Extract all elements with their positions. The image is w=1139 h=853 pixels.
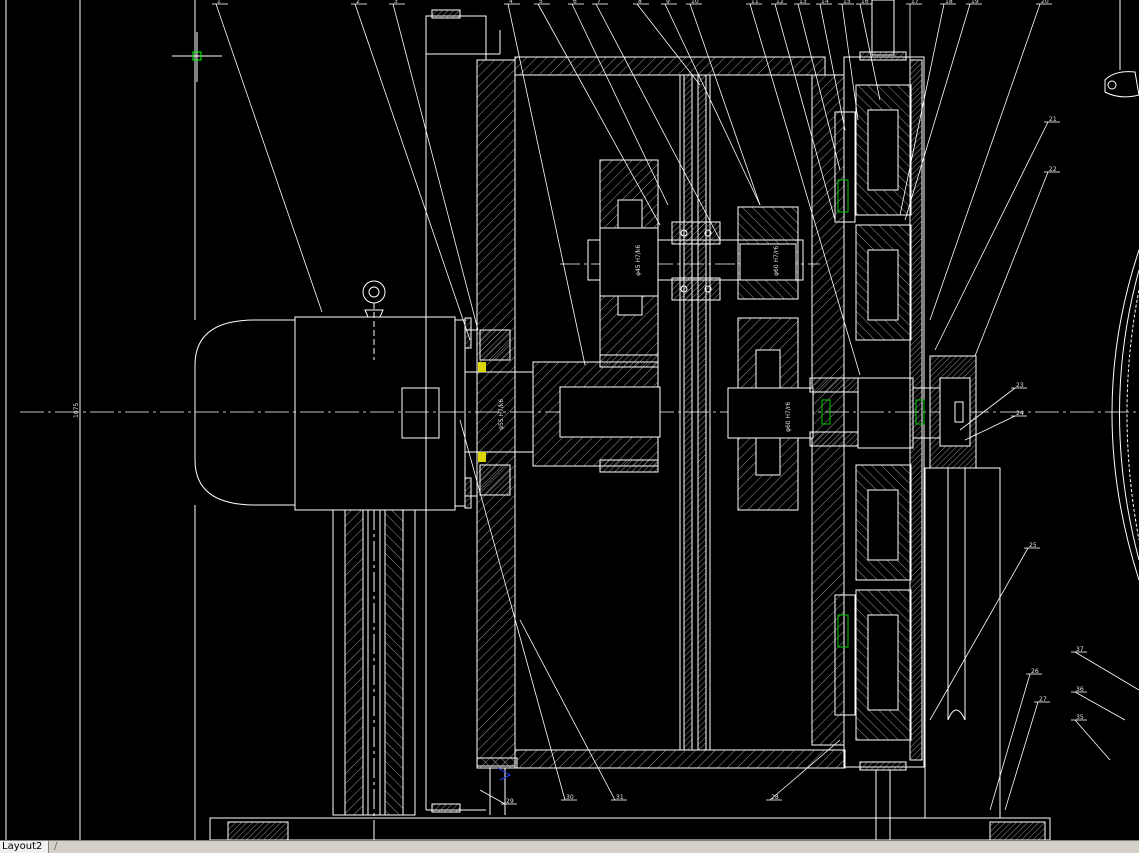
part-label-16: 16 <box>861 0 869 5</box>
part-label-13: 13 <box>799 0 807 5</box>
part-label-11: 11 <box>751 0 759 5</box>
leader-line-22 <box>974 171 1049 357</box>
layout-tab-bar: Layout2 / <box>0 840 1139 853</box>
leader-line-18 <box>899 3 945 216</box>
leader-line-29 <box>479 789 506 805</box>
part-label-1: 1 <box>217 0 221 5</box>
leader-line-5 <box>537 3 661 226</box>
part-label-3: 3 <box>394 0 398 5</box>
part-label-23: 23 <box>1016 382 1024 389</box>
leader-line-9 <box>664 3 761 206</box>
part-label-37: 37 <box>1076 646 1084 653</box>
leader-line-37 <box>1074 651 1139 691</box>
leader-line-36 <box>1074 691 1126 721</box>
leader-line-12 <box>774 3 836 221</box>
crosshair-cursor <box>172 32 222 82</box>
part-label-2: 2 <box>356 0 360 5</box>
lower-hub-dim: φ60 H7/r6 <box>785 402 792 432</box>
leader-line-30 <box>459 419 566 801</box>
part-label-18: 18 <box>945 0 953 5</box>
part-label-28: 28 <box>771 794 779 801</box>
motor-body <box>294 316 456 511</box>
part-label-21: 21 <box>1049 116 1057 123</box>
housing-bottom-wall <box>514 749 846 769</box>
part-label-10: 10 <box>691 0 699 5</box>
leader-line-15 <box>841 3 859 121</box>
support-column <box>924 467 1001 819</box>
top-bolt <box>871 0 895 56</box>
housing-left-wall <box>476 59 516 767</box>
part-label-35: 35 <box>1076 714 1084 721</box>
leader-line-35 <box>1074 719 1111 761</box>
part-label-12: 12 <box>776 0 784 5</box>
dimension-left: 1075 <box>73 403 80 418</box>
leader-line-19 <box>904 3 971 221</box>
part-label-14: 14 <box>821 0 829 5</box>
leader-line-14 <box>819 3 846 131</box>
leader-line-10 <box>689 3 761 206</box>
drum-arc <box>1111 249 1139 581</box>
middle-partition <box>679 74 711 751</box>
leader-line-11 <box>749 3 861 376</box>
part-label-24: 24 <box>1016 410 1024 417</box>
leader-line-6 <box>571 3 669 206</box>
part-label-8: 8 <box>638 0 642 5</box>
part-label-9: 9 <box>666 0 670 5</box>
part-label-15: 15 <box>843 0 851 5</box>
leader-line-4 <box>507 3 586 366</box>
motor-terminal-box <box>401 387 440 439</box>
part-label-20: 20 <box>1041 0 1049 5</box>
motor-endcap <box>194 319 296 506</box>
housing-right-wall <box>811 74 845 746</box>
leader-line-23 <box>959 387 1016 431</box>
part-label-7: 7 <box>597 0 601 5</box>
part-label-36: 36 <box>1076 686 1084 693</box>
part-label-26: 26 <box>1031 668 1039 675</box>
leader-line-13 <box>797 3 841 171</box>
part-label-25: 25 <box>1029 542 1037 549</box>
housing-top-wall <box>514 56 826 76</box>
part-label-5: 5 <box>539 0 543 5</box>
leader-line-8 <box>636 3 701 86</box>
leader-line-16 <box>859 3 881 101</box>
leader-line-25 <box>929 547 1029 721</box>
ucs-marker <box>497 767 512 781</box>
leader-line-2 <box>354 3 471 341</box>
part-label-22: 22 <box>1049 166 1057 173</box>
leader-line-1 <box>215 3 323 313</box>
leader-line-24 <box>964 415 1016 441</box>
output-key <box>821 399 831 425</box>
motor-eyebolt <box>362 280 386 304</box>
base-plate <box>209 817 1051 840</box>
upper-hub-dim: φ60 H7/r6 <box>773 246 780 276</box>
leader-line-21 <box>934 121 1049 351</box>
output-shaft <box>857 377 914 449</box>
handwheel <box>1104 71 1139 98</box>
part-label-6: 6 <box>573 0 577 5</box>
part-label-29: 29 <box>506 798 514 805</box>
motor-flange <box>454 319 466 507</box>
leader-line-27 <box>1004 701 1039 811</box>
part-label-19: 19 <box>971 0 979 5</box>
part-label-31: 31 <box>616 794 624 801</box>
motor-shaft-dim: φ55 H7/k6 <box>498 399 505 430</box>
layout-tab[interactable]: Layout2 <box>0 841 50 853</box>
leader-line-26 <box>989 673 1031 811</box>
upper-shaft-dim: φ45 H7/k6 <box>635 245 642 276</box>
part-label-30: 30 <box>566 794 574 801</box>
leader-line-20 <box>929 3 1041 321</box>
tab-separator: / <box>54 841 58 852</box>
leader-line-28 <box>769 739 841 801</box>
leader-line-3 <box>392 3 479 331</box>
part-label-4: 4 <box>509 0 513 5</box>
leader-line-7 <box>595 3 721 241</box>
leader-line-31 <box>519 619 616 801</box>
part-label-27: 27 <box>1039 696 1047 703</box>
part-label-17: 17 <box>911 0 919 5</box>
